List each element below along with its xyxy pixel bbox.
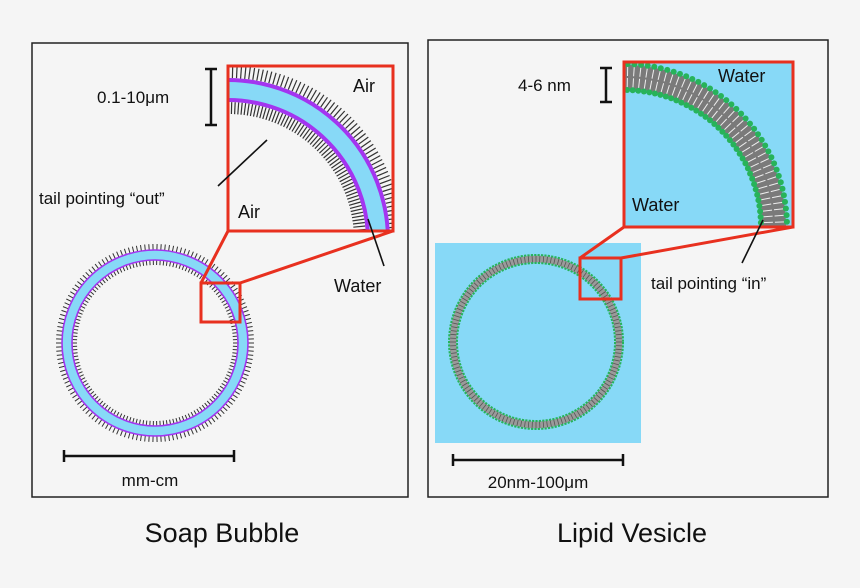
- soap-thickness-label: 0.1-10μm: [97, 88, 169, 107]
- soap-inset-film: [228, 66, 393, 231]
- soap-inset-water: [228, 80, 388, 231]
- soap-inset-outer-heads: [228, 78, 390, 231]
- lipid-zoom-connector-left: [579, 225, 625, 260]
- soap-air-top-label: Air: [353, 76, 375, 96]
- soap-bubble-caption: Soap Bubble: [145, 518, 300, 548]
- lipid-inset-tail-band: [624, 65, 786, 227]
- soap-tail-pointer: [217, 139, 268, 187]
- lipid-scale-bar: [451, 454, 625, 466]
- soap-ring-outer-tails: [56, 243, 254, 443]
- soap-bubble-panel: Air Air 0.1-10μm tail pointing “out” Wat…: [31, 42, 409, 498]
- lipid-inset-frame: [622, 60, 795, 229]
- lipid-vesicle-ring: [448, 254, 624, 430]
- lipid-inset-heads: [624, 62, 790, 227]
- soap-water-label: Water: [334, 276, 381, 296]
- lipid-tail-pointer: [741, 219, 764, 264]
- soap-thickness-bracket: [205, 67, 217, 127]
- lipid-inset-bilayer: [624, 62, 790, 227]
- soap-zoom-connector-left: [199, 230, 230, 284]
- lipid-tail-label: tail pointing “in”: [651, 274, 767, 293]
- lipid-thickness-label: 4-6 nm: [518, 76, 571, 95]
- soap-zoom-connector-right: [239, 229, 394, 285]
- soap-inset-frame: [226, 64, 395, 233]
- soap-scale-label: mm-cm: [122, 471, 179, 490]
- soap-bubble-ring: [56, 243, 254, 443]
- soap-water-film: [62, 250, 248, 436]
- lipid-scale-label: 20nm-100μm: [488, 473, 589, 492]
- soap-water-pointer: [367, 218, 385, 267]
- lipid-zoom-region: [578, 256, 623, 301]
- soap-zoom-region: [199, 281, 242, 324]
- lipid-thickness-bracket: [600, 66, 612, 104]
- soap-scale-bar: [62, 450, 236, 462]
- lipid-water-background: [435, 243, 641, 443]
- soap-inset-inner-heads: [228, 98, 370, 231]
- lipid-vesicle-panel: Water Water 4-6 nm tail pointing “in” 20…: [427, 39, 829, 498]
- lipid-water-top-label: Water: [718, 66, 765, 86]
- soap-air-bottom-label: Air: [238, 202, 260, 222]
- lipid-vesicle-caption: Lipid Vesicle: [557, 518, 707, 548]
- soap-ring-outer-heads: [61, 249, 249, 437]
- lipid-ring-tails: [450, 256, 622, 428]
- soap-ring-inner-heads: [71, 259, 239, 427]
- soap-tail-label: tail pointing “out”: [39, 189, 165, 208]
- lipid-zoom-connector-right: [620, 225, 794, 260]
- lipid-inset-tails: [626, 65, 785, 224]
- lipid-water-bottom-label: Water: [632, 195, 679, 215]
- lipid-ring-inner-heads: [456, 262, 616, 422]
- soap-inset-tails: [228, 66, 393, 231]
- lipid-ring-outer-heads: [448, 254, 624, 430]
